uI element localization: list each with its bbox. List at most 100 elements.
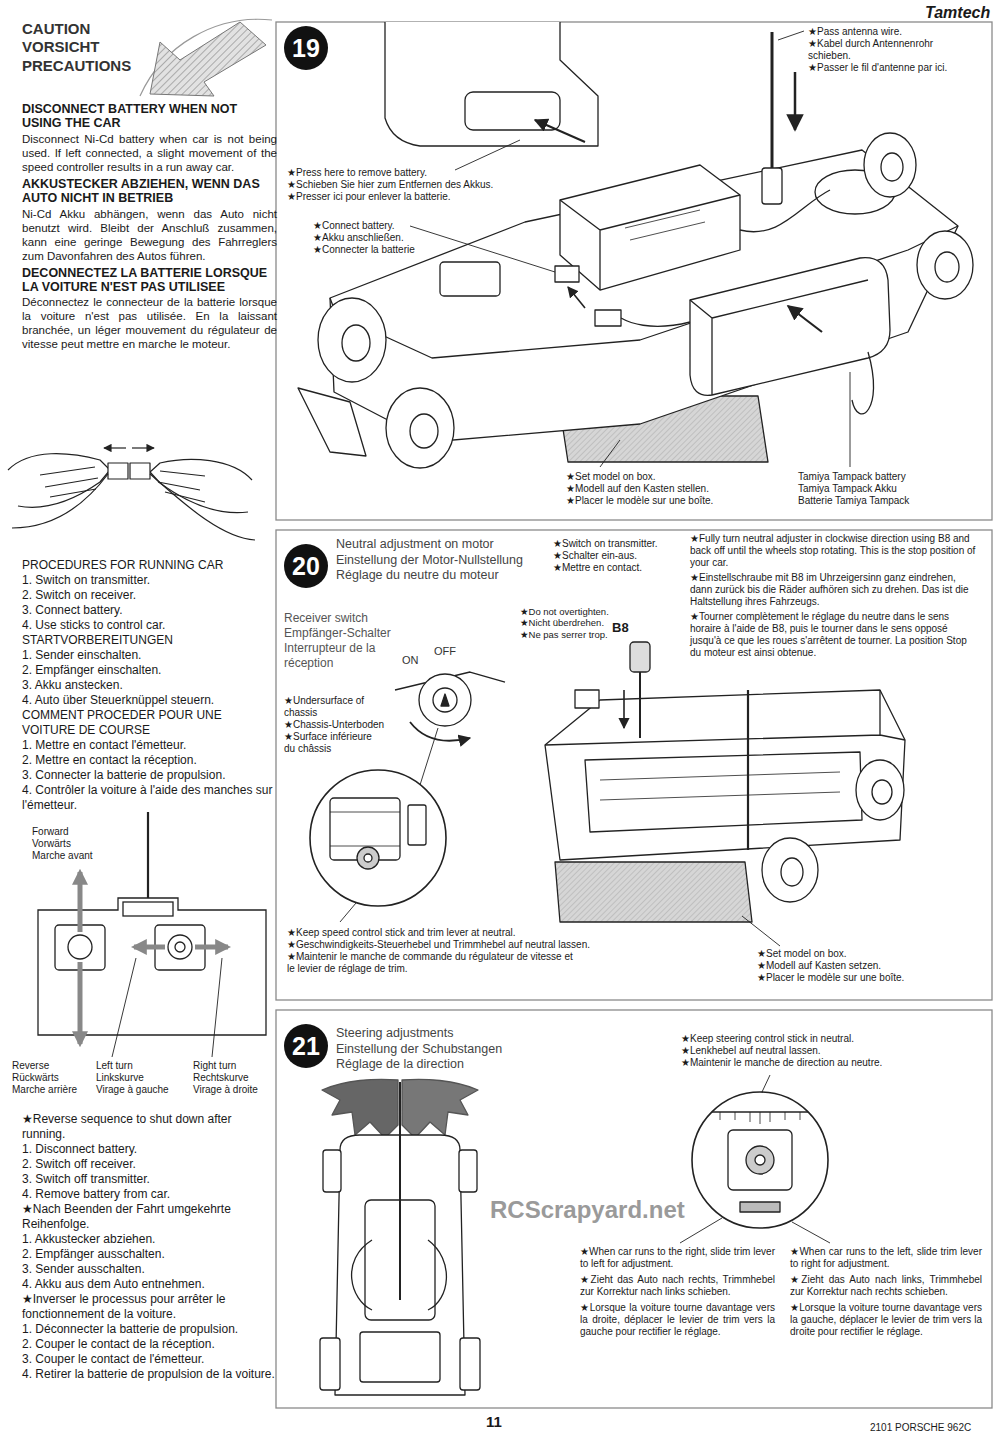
- chassis-sketch-step-19: [864, 133, 916, 197]
- note-text: ★Reverse sequence to shut down after run…: [22, 1112, 277, 1142]
- instruction-text: ★Tourner complètement le réglage du neut…: [690, 611, 978, 659]
- callout-note: ★Modell auf den Kasten stellen.: [566, 483, 771, 495]
- motor-adjust-sketch-step-20: [762, 838, 818, 902]
- instruction-text: ★Zieht das Auto nach links, Trimmhebel z…: [790, 1274, 982, 1298]
- callout-note: ★Modell auf Kasten setzen.: [757, 960, 967, 972]
- stick-label: Marche avant: [32, 850, 122, 862]
- part-number: B8: [612, 620, 642, 636]
- step-number: 20: [292, 554, 320, 579]
- stick-label: Right turn: [193, 1060, 273, 1072]
- steering-adjust-sketch-step-21: [460, 1338, 480, 1390]
- motor-adjust-sketch-step-20: [419, 674, 471, 726]
- steering-adjust-sketch-step-21: [692, 1092, 828, 1228]
- steering-adjust-sketch-step-21: [360, 1332, 440, 1382]
- chassis-sketch-step-19: [555, 266, 579, 282]
- transmitter-sketch: [38, 812, 266, 1057]
- instruction-text: ★Fully turn neutral adjuster in clockwis…: [690, 533, 978, 569]
- motor-adjust-sketch-step-20: [639, 672, 641, 738]
- hands-connector-sketch: [150, 474, 255, 540]
- part-name: Tamiya Tampack battery: [798, 471, 988, 483]
- step-item: 2. Empfänger einschalten.: [22, 663, 277, 678]
- note-text: ★Inverser le processus pour arrêter le f…: [22, 1292, 277, 1322]
- transmitter-sketch: [78, 872, 83, 932]
- chassis-sketch-step-19: [852, 352, 874, 414]
- stick-label: Virage à droite: [193, 1084, 273, 1096]
- callout-note: ★Geschwindigkeits-Steuerhebel und Trimmh…: [287, 939, 667, 951]
- motor-adjust-sketch-step-20: [408, 805, 426, 845]
- callout-note: ★Nicht überdrehen.: [520, 617, 625, 628]
- motor-adjust-sketch-step-20: [364, 854, 372, 862]
- chassis-sketch-step-19: [762, 168, 782, 204]
- callout-note: ★Set model on box.: [757, 948, 967, 960]
- transmitter-sketch: [147, 812, 149, 898]
- transmitter-sketch: [175, 942, 185, 952]
- page-number: 11: [486, 1413, 516, 1431]
- stick-label: Marche arrière: [12, 1084, 94, 1096]
- step-item: 3. Connecter la batterie de propulsion.: [22, 768, 277, 783]
- step-panel-frames: [276, 1010, 992, 1408]
- step-item: 1. Mettre en contact l'émetteur.: [22, 738, 277, 753]
- chassis-sketch-step-19: [595, 310, 621, 326]
- step-item: 3. Akku anstecken.: [22, 678, 277, 693]
- transmitter-sketch: [134, 945, 165, 950]
- motor-adjust-sketch-step-20: [330, 812, 400, 846]
- callout-note: ★Placer le modèle sur une boîte.: [566, 495, 771, 507]
- chassis-sketch-step-19: [386, 388, 454, 468]
- step-number: 21: [292, 1034, 320, 1059]
- step-item: 3. Switch off transmitter.: [22, 1172, 277, 1187]
- callout-note: ★Akku anschließen.: [313, 232, 473, 244]
- motor-adjust-sketch-step-20: [872, 780, 892, 804]
- chassis-sketch-step-19: [850, 372, 851, 467]
- step-number-circle: 21: [284, 1024, 328, 1068]
- callout-note: ★Switch on transmitter.: [553, 538, 688, 550]
- steering-adjust-sketch-step-21: [792, 1222, 830, 1243]
- caution-heading: VORSICHT: [22, 38, 140, 55]
- chassis-sketch-step-19: [385, 22, 598, 146]
- motor-adjust-sketch-step-20: [310, 642, 905, 946]
- hands-connector-sketch: [40, 467, 98, 497]
- callout-note: ★Maintenir le manche de direction au neu…: [681, 1057, 976, 1069]
- chassis-sketch-step-19: [788, 306, 822, 332]
- instruction-text: ★Lorsque la voiture tourne davantage ver…: [790, 1302, 982, 1338]
- chassis-sketch-step-19: [690, 258, 890, 396]
- section-heading: COMMENT PROCEDER POUR UNE VOITURE DE COU…: [22, 708, 277, 738]
- motor-adjust-sketch-step-20: [585, 752, 862, 832]
- step-item: 2. Mettre en contact la réception.: [22, 753, 277, 768]
- motor-adjust-sketch-step-20: [340, 903, 356, 922]
- callout-note: ★Connecter la batterie: [313, 244, 473, 256]
- chassis-sketch-step-19: [455, 140, 520, 170]
- motor-adjust-sketch-step-20: [555, 862, 752, 922]
- body-text: Ni-Cd Akku abhängen, wenn das Auto nicht…: [22, 207, 277, 263]
- section-heading: DISCONNECT BATTERY WHEN NOT USING THE CA…: [22, 102, 272, 131]
- caution-arrow-graphic: [150, 22, 266, 96]
- callout-note: ★Connect battery.: [313, 220, 473, 232]
- transmitter-sketch: [38, 898, 266, 1035]
- stick-label: Forward: [32, 826, 122, 838]
- motor-adjust-sketch-step-20: [747, 690, 749, 850]
- step-item: 1. Disconnect battery.: [22, 1142, 277, 1157]
- instruction-text: ★When car runs to the right, slide trim …: [580, 1246, 775, 1270]
- chassis-sketch-step-19: [690, 280, 868, 395]
- hands-connector-sketch: [104, 447, 126, 448]
- stick-label: Reverse: [12, 1060, 94, 1072]
- motor-adjust-sketch-step-20: [575, 690, 599, 708]
- steering-adjust-sketch-step-21: [320, 1075, 830, 1395]
- stick-label: Left turn: [96, 1060, 186, 1072]
- caution-arrow-graphic: [140, 19, 272, 96]
- callout-note: ★Keep speed control stick and trim lever…: [287, 927, 667, 939]
- steering-adjust-sketch-step-21: [399, 1082, 401, 1300]
- callout-note: ★Press here to remove battery.: [287, 167, 567, 179]
- chassis-sketch-step-19: [625, 210, 705, 240]
- chassis-sketch-step-19: [410, 414, 438, 448]
- transmitter-sketch: [123, 902, 173, 916]
- motor-adjust-sketch-step-20: [742, 916, 780, 946]
- chassis-sketch-step-19: [794, 72, 797, 130]
- motor-adjust-sketch-step-20: [410, 722, 470, 741]
- step-number-circle: 19: [284, 26, 328, 70]
- hands-connector-sketch: [12, 474, 108, 528]
- step-item: 1. Déconnecter la batterie de propulsion…: [22, 1322, 277, 1337]
- motor-adjust-sketch-step-20: [357, 847, 379, 869]
- steering-adjust-sketch-step-21: [728, 1130, 792, 1190]
- steering-adjust-sketch-step-21: [762, 1075, 770, 1092]
